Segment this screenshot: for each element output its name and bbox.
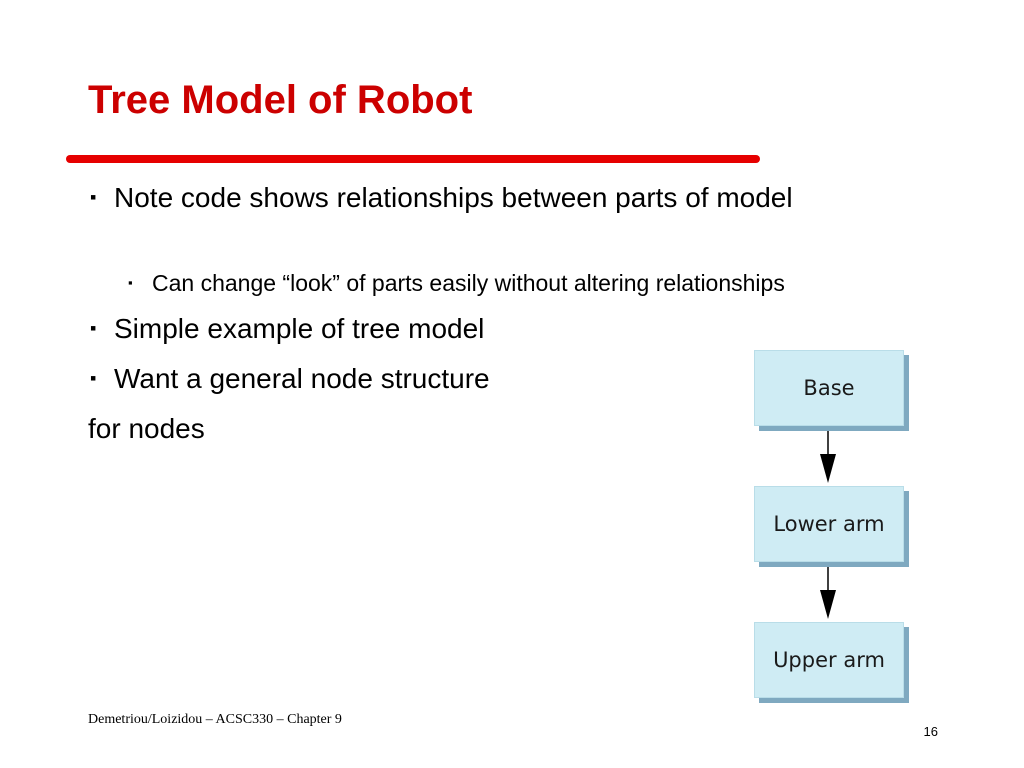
node-upper-arm: Upper arm — [754, 622, 904, 698]
footer-text: Demetriou/Loizidou – ACSC330 – Chapter 9 — [88, 712, 342, 727]
bullet-item: ▪ Note code shows relationships between … — [90, 177, 880, 218]
bullet-square-icon: ▪ — [90, 187, 97, 207]
sub-bullet-item: ▪ Can change “look” of parts easily with… — [128, 268, 785, 298]
bullet-text: Note code shows relationships between pa… — [114, 182, 793, 213]
arrow-head-2-icon — [820, 590, 836, 619]
tree-diagram: Base Lower arm Upper arm — [740, 340, 920, 710]
slide-title: Tree Model of Robot — [88, 78, 473, 122]
bullet-item: ▪ Want a general node structure — [90, 358, 490, 399]
bullet-text: Want a general node structure — [114, 363, 490, 394]
title-underline — [66, 155, 760, 163]
bullet-item: ▪ Simple example of tree model — [90, 308, 484, 349]
bullet-text: Simple example of tree model — [114, 313, 485, 344]
bullet-square-icon: ▪ — [90, 318, 97, 338]
sub-bullet-text: Can change “look” of parts easily withou… — [152, 270, 785, 296]
bullet-square-icon: ▪ — [90, 368, 97, 388]
continuation-text: for nodes — [88, 413, 205, 444]
bullet-square-icon: ▪ — [128, 275, 133, 290]
node-base: Base — [754, 350, 904, 426]
node-lower-arm: Lower arm — [754, 486, 904, 562]
tree-edges — [820, 425, 836, 619]
page-number: 16 — [923, 724, 938, 739]
arrow-head-1-icon — [820, 454, 836, 483]
